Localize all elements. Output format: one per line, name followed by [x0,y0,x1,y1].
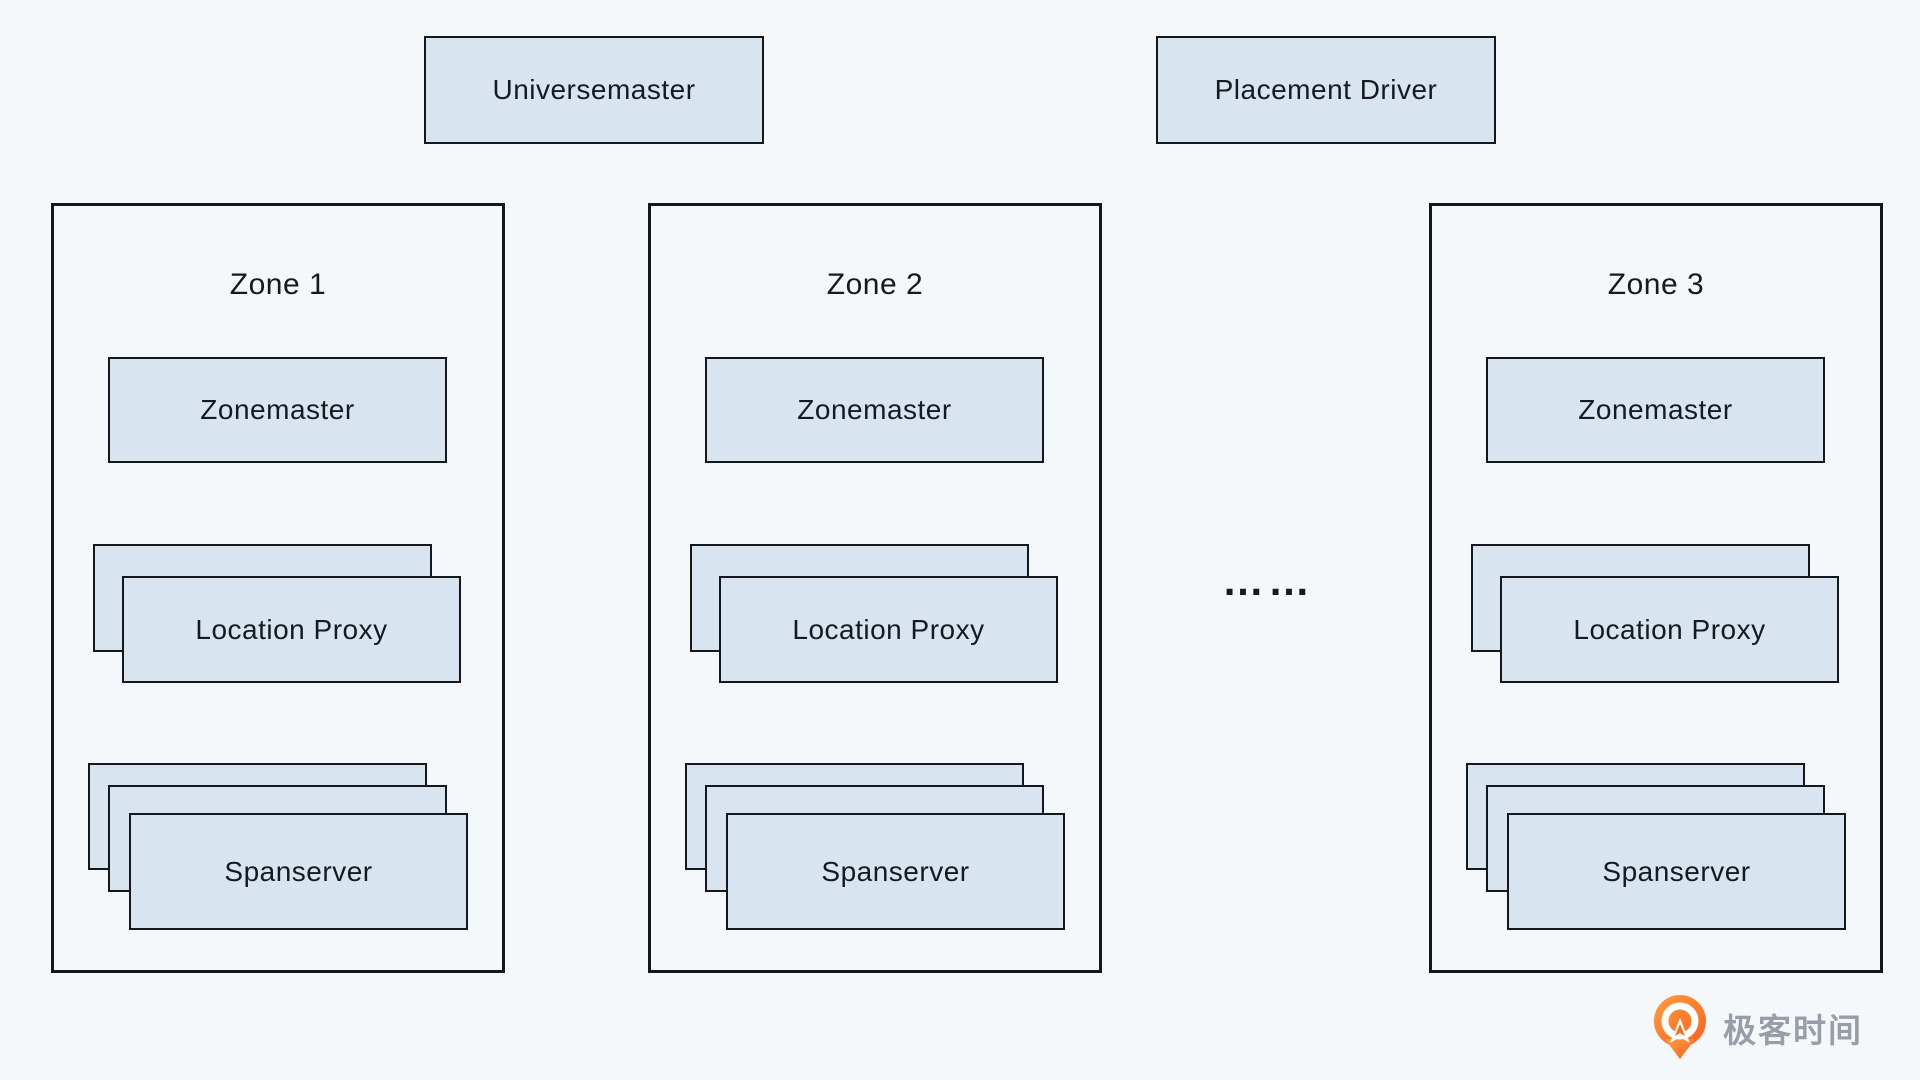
universemaster-label: Universemaster [492,74,696,105]
universemaster-node: Universemaster [424,36,764,144]
zone-3-location-proxy-node: Location Proxy [1500,576,1839,683]
zonemaster-label: Zonemaster [1578,394,1733,425]
spanserver-label: Spanserver [821,855,970,887]
zone-3-container: Zone 3 Zonemaster Location Proxy Spanser… [1429,203,1883,973]
zone-2-zonemaster-node: Zonemaster [705,357,1044,463]
geektime-logo: 极客时间 [1652,994,1863,1062]
geektime-logo-text: 极客时间 [1723,1012,1863,1049]
zone-3-title: Zone 3 [1607,268,1705,301]
geektime-pin-icon [1654,995,1706,1059]
zonemaster-label: Zonemaster [200,394,355,425]
spanserver-label: Spanserver [224,855,373,887]
zone-2-spanserver-node: Spanserver [726,813,1065,930]
zone-1-zonemaster-node: Zonemaster [108,357,447,463]
zone-2-title: Zone 2 [826,268,924,301]
placement-driver-node: Placement Driver [1156,36,1496,144]
more-zones-ellipsis: …… [1222,557,1314,604]
location-proxy-label: Location Proxy [792,613,985,645]
zone-2-location-proxy-node: Location Proxy [719,576,1058,683]
zone-1-title: Zone 1 [229,268,327,301]
zone-3-zonemaster-node: Zonemaster [1486,357,1825,463]
zone-2-container: Zone 2 Zonemaster Location Proxy Spanser… [648,203,1102,973]
zone-1-container: Zone 1 Zonemaster Location Proxy Spanser… [51,203,505,973]
spanserver-label: Spanserver [1602,855,1751,887]
zonemaster-label: Zonemaster [797,394,952,425]
placement-driver-label: Placement Driver [1214,74,1438,105]
zone-1-spanserver-node: Spanserver [129,813,468,930]
zone-1-location-proxy-node: Location Proxy [122,576,461,683]
location-proxy-label: Location Proxy [1573,613,1766,645]
zone-3-spanserver-node: Spanserver [1507,813,1846,930]
location-proxy-label: Location Proxy [195,613,388,645]
